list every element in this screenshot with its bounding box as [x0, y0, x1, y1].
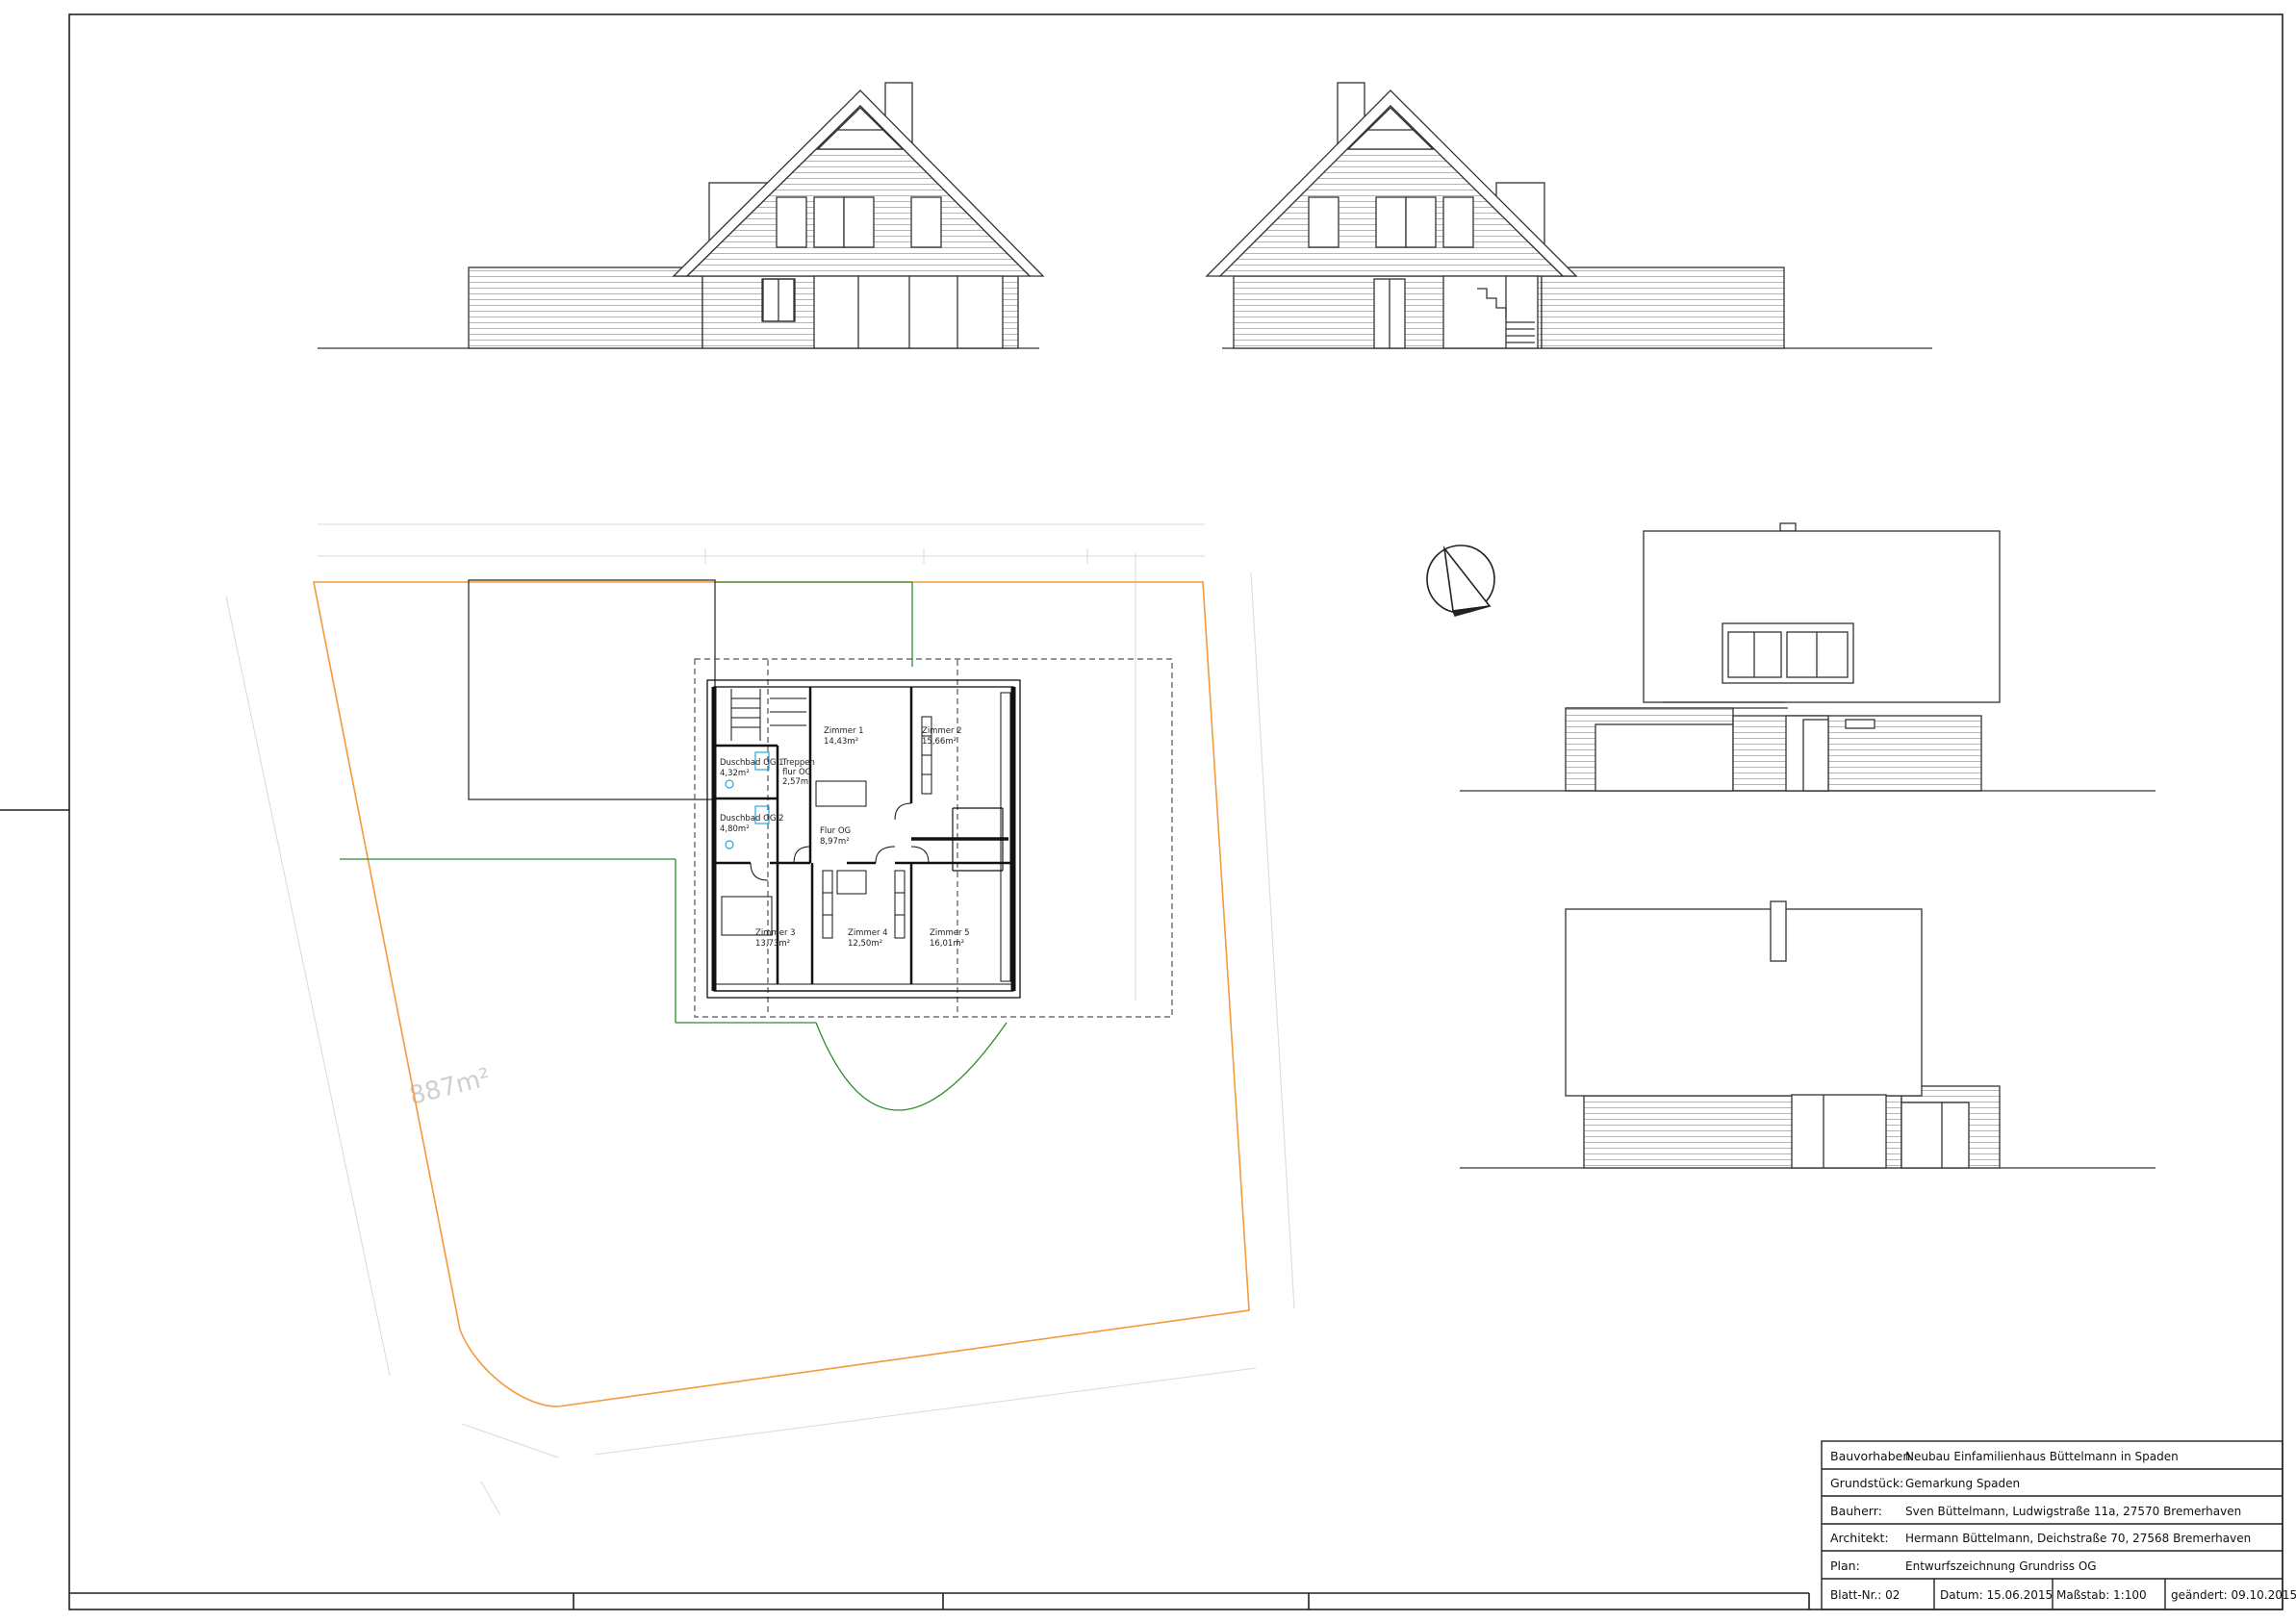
room-area: 12,50m²: [848, 939, 882, 949]
massstab: Maßstab: 1:100: [2056, 1588, 2147, 1602]
blatt-nr: Blatt-Nr.: 02: [1830, 1588, 1900, 1602]
sheet-frame: [0, 13, 2283, 1610]
room-name: Zimmer 3: [755, 928, 796, 938]
room-area: 4,32m²: [720, 769, 750, 778]
plan-value: Entwurfszeichnung Grundriss OG: [1905, 1559, 2097, 1573]
room-area: 2,57m²: [782, 777, 812, 787]
site-plan: 887m²: [225, 523, 1295, 1516]
bauvorhaben-value: Neubau Einfamilienhaus Büttelmann in Spa…: [1905, 1450, 2179, 1463]
title-block: Bauvorhaben: Neubau Einfamilienhaus Bütt…: [1821, 1440, 2296, 1610]
plot-area-label: 887m²: [406, 1063, 493, 1111]
plan-label: Plan:: [1830, 1559, 1860, 1573]
room-labels: Zimmer 1 14,43m² Zimmer 2 15,66m² Duschb…: [720, 726, 970, 949]
room-name: Treppen: [781, 758, 815, 768]
elevation-east: [1460, 900, 2156, 1169]
room-name: Zimmer 1: [824, 726, 864, 736]
room-name-line2: flur OG: [782, 768, 811, 777]
room-name: Zimmer 5: [930, 928, 970, 938]
room-area: 4,80m²: [720, 824, 750, 834]
room-name: Zimmer 4: [848, 928, 888, 938]
room-name: Zimmer 2: [922, 726, 962, 736]
elevation-south: [1205, 82, 1932, 349]
north-arrow-icon: [1426, 545, 1495, 617]
room-name: Flur OG: [820, 826, 851, 836]
bauvorhaben-label: Bauvorhaben:: [1830, 1449, 1914, 1463]
room-name: Duschbad OG 2: [720, 814, 784, 824]
elevation-west: [1460, 522, 2156, 792]
room-area: 14,43m²: [824, 737, 858, 747]
room-area: 8,97m²: [820, 837, 850, 847]
room-name: Duschbad OG 1: [720, 758, 784, 768]
room-area: 16,01m²: [930, 939, 964, 949]
architekt-label: Architekt:: [1830, 1531, 1889, 1545]
datum: Datum: 15.06.2015: [1940, 1588, 2053, 1602]
geaendert: geändert: 09.10.2015: [2171, 1588, 2296, 1602]
plot-boundary: [313, 581, 1250, 1407]
room-area: 15,66m²: [922, 737, 957, 747]
grundstueck-label: Grundstück:: [1830, 1476, 1903, 1490]
architekt-value: Hermann Büttelmann, Deichstraße 70, 2756…: [1905, 1532, 2251, 1545]
bauherr-label: Bauherr:: [1830, 1504, 1882, 1518]
room-area: 13,73m²: [755, 939, 790, 949]
elevation-north: [318, 82, 1045, 349]
bauherr-value: Sven Büttelmann, Ludwigstraße 11a, 27570…: [1905, 1505, 2241, 1518]
grundstueck-value: Gemarkung Spaden: [1905, 1477, 2020, 1490]
